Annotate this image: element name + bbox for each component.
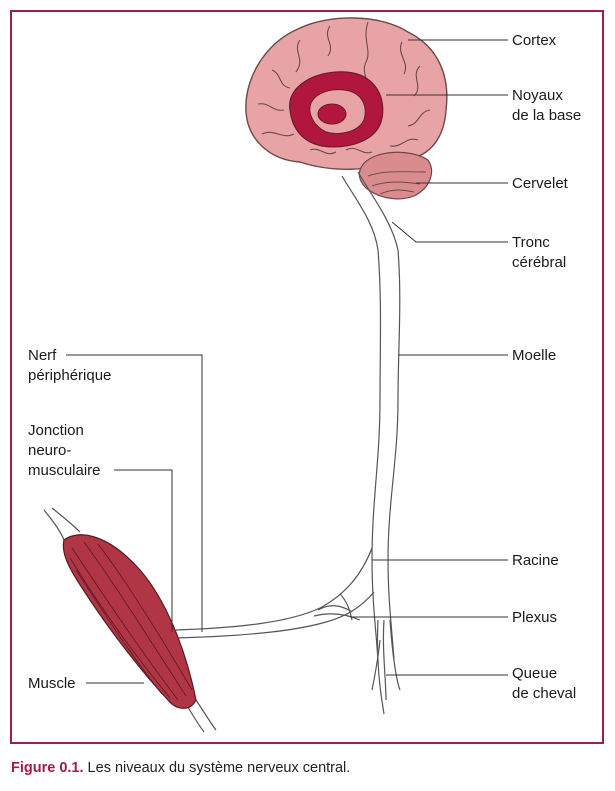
peripheral-nerve: [175, 547, 375, 639]
label-queue-line2: de cheval: [512, 685, 577, 702]
label-racine: Racine: [512, 552, 559, 569]
label-cortex: Cortex: [512, 32, 557, 49]
label-jonction-line1: Jonction: [28, 422, 84, 439]
label-moelle: Moelle: [512, 347, 557, 364]
label-noyaux-line1: Noyaux: [512, 87, 563, 104]
spinal-cord: [341, 171, 401, 715]
label-queue-line1: Queue: [512, 665, 558, 682]
caption-figure-number: Figure 0.1.: [11, 760, 84, 776]
brain-illustration: [245, 17, 448, 200]
label-cervelet: Cervelet: [512, 175, 568, 192]
label-plexus: Plexus: [512, 609, 558, 626]
label-noyaux-line2: de la base: [512, 107, 582, 124]
label-nerf-line1: Nerf: [28, 347, 57, 364]
leader-lines: [66, 39, 508, 684]
label-tronc-line1: Tronc: [512, 234, 550, 251]
caption-text: Les niveaux du système nerveux central.: [83, 760, 351, 776]
label-jonction-line2: neuro-: [28, 442, 72, 459]
label-muscle: Muscle: [28, 675, 76, 692]
label-nerf-line2: périphérique: [28, 367, 112, 384]
cerebellum-shape: [358, 151, 433, 200]
label-tronc-line2: cérébral: [512, 254, 567, 271]
label-jonction-line3: musculaire: [28, 462, 101, 479]
muscle-illustration: [43, 507, 217, 733]
muscle-belly: [62, 534, 197, 709]
figure-caption: Figure 0.1. Les niveaux du système nerve…: [11, 760, 350, 776]
